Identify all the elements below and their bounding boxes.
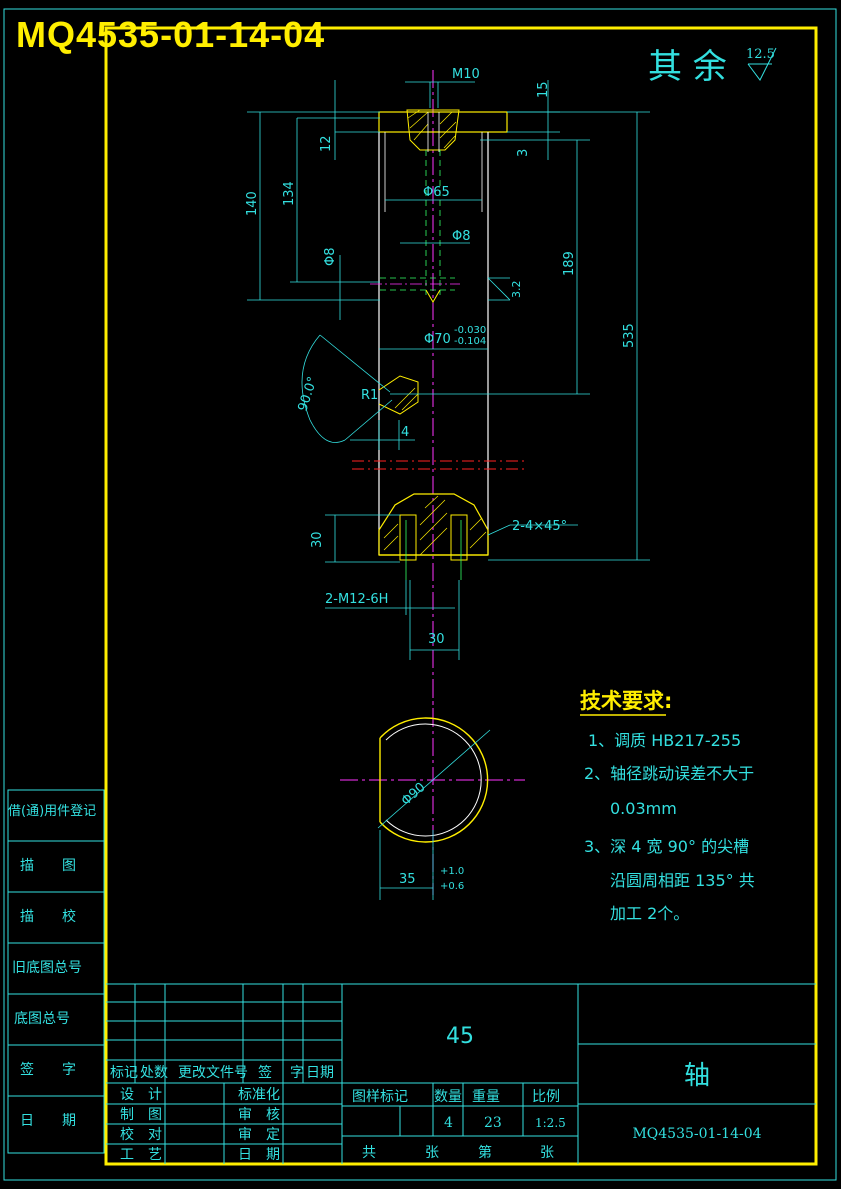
dim-189: 189 (562, 251, 577, 276)
requirements-title: 技术要求: (580, 689, 672, 713)
rev-header: 更改文件号 (178, 1065, 248, 1081)
roughness-label: 其 余 (648, 47, 727, 87)
side-label: 描 校 (20, 908, 76, 925)
dim-134: 134 (282, 181, 297, 206)
dim-angle-90: 90.0° (296, 375, 321, 413)
material: 45 (446, 1024, 474, 1049)
drawing-code-title: MQ4535-01-14-04 (16, 14, 326, 55)
dim-r1: R1 (361, 388, 378, 403)
role-label: 日 期 (238, 1147, 280, 1163)
title-block-text: 45 轴 MQ4535-01-14-04 标记 处数 更改文件号 签 字 日期 … (110, 1024, 762, 1163)
dim-535: 535 (622, 323, 637, 348)
dim-phi8-b: Φ8 (323, 247, 338, 266)
inner-frame (104, 26, 818, 1166)
roughness-value: 12.5 (746, 47, 775, 62)
dimension-labels: M10 15 12 3 140 134 Φ65 Φ8 Φ8 189 3.2 53… (245, 67, 637, 892)
dimension-lines (247, 80, 650, 660)
requirement-item: 加工 2个。 (610, 904, 689, 923)
dim-m12-thread: 2-M12-6H (325, 592, 388, 607)
dim-m10: M10 (452, 67, 480, 82)
dim-30-horizontal: 30 (428, 632, 445, 647)
role-label: 审 核 (238, 1107, 280, 1123)
dim-12: 12 (319, 135, 334, 152)
rev-header: 处数 (140, 1065, 168, 1081)
scale-value: 1:2.5 (535, 1116, 566, 1130)
sheet-label: 张 (425, 1145, 439, 1161)
side-strip-labels: 借(通)用件登记 描 图 描 校 旧底图总号 底图总号 签 字 日 期 (8, 804, 96, 1129)
dim-phi70-tol-upper: -0.030 (454, 325, 486, 336)
dim-phi8-a: Φ8 (452, 229, 471, 244)
spec-header: 重量 (472, 1089, 500, 1105)
dim-phi90: Φ90 (399, 780, 429, 809)
sheet-label: 张 (540, 1145, 554, 1161)
sheet-label: 共 (362, 1145, 376, 1161)
part-name: 轴 (684, 1061, 710, 1091)
dim-phi70-tol-lower: -0.104 (454, 336, 486, 347)
requirement-item: 3、深 4 宽 90° 的尖槽 (584, 837, 749, 856)
title-block-grid (106, 983, 816, 1164)
spec-header: 比例 (532, 1089, 560, 1105)
roughness-symbol-icon (747, 47, 777, 81)
dim-3-2: 3.2 (510, 281, 523, 299)
dim-chamfer: 2-4×45° (512, 519, 567, 534)
requirement-item: 沿圆周相距 135° 共 (610, 871, 755, 890)
rev-header: 日期 (306, 1065, 334, 1081)
dim-phi70: Φ70 (424, 332, 451, 347)
dim-30-vertical: 30 (310, 531, 325, 548)
role-label: 制 图 (120, 1107, 162, 1123)
dim-15: 15 (536, 81, 551, 98)
part-code: MQ4535-01-14-04 (632, 1126, 761, 1142)
requirement-item: 2、轴径跳动误差不大于 (584, 764, 754, 783)
side-label: 签 字 (20, 1061, 76, 1078)
weight-value: 23 (484, 1115, 502, 1131)
role-label: 工 艺 (120, 1147, 162, 1163)
shaft-elevation-view (352, 70, 525, 720)
role-label: 标准化 (238, 1087, 280, 1103)
requirement-item: 1、调质 HB217-255 (588, 731, 741, 750)
rev-header: 字 (290, 1065, 304, 1081)
rev-header: 签 (258, 1064, 272, 1081)
side-label: 借(通)用件登记 (8, 804, 96, 819)
side-label: 日 期 (20, 1113, 76, 1129)
role-label: 设 计 (120, 1087, 162, 1103)
side-strip-grid (7, 789, 105, 1154)
sheet-label: 第 (478, 1144, 492, 1161)
dim-phi65: Φ65 (423, 185, 450, 200)
role-label: 审 定 (238, 1127, 280, 1143)
dim-3: 3 (516, 149, 531, 157)
shaft-cross-section-view (340, 680, 525, 900)
spec-header: 数量 (434, 1089, 462, 1105)
requirement-item: 0.03mm (610, 799, 677, 818)
role-label: 校 对 (120, 1126, 162, 1143)
dim-4: 4 (401, 425, 409, 440)
quantity-value: 4 (444, 1115, 453, 1131)
dim-35: 35 (399, 872, 416, 887)
rev-header: 标记 (110, 1065, 138, 1081)
technical-requirements: 技术要求: 1、调质 HB217-255 2、轴径跳动误差不大于 0.03mm … (580, 689, 755, 923)
spec-header: 图样标记 (352, 1089, 408, 1105)
outer-border (3, 8, 837, 1181)
side-label: 底图总号 (14, 1011, 70, 1027)
dim-35-tol-lower: +0.6 (440, 881, 464, 892)
side-label: 描 图 (20, 858, 76, 874)
dim-140: 140 (245, 191, 260, 216)
dim-35-tol-upper: +1.0 (440, 866, 464, 877)
side-label: 旧底图总号 (12, 960, 82, 976)
